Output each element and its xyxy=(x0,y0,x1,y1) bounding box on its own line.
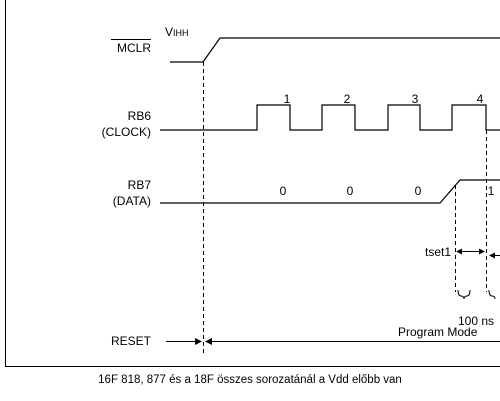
tset1-arrow xyxy=(456,248,485,255)
reset-label: RESET xyxy=(111,334,152,348)
reference-lines xyxy=(203,62,487,355)
clock-pulse-3: 3 xyxy=(412,92,419,106)
program-mode-label: Program Mode xyxy=(398,325,478,339)
hold-brackets xyxy=(457,289,496,300)
data-bit-3: 0 xyxy=(415,184,422,198)
clock-pulse-1: 1 xyxy=(284,92,291,106)
hold-arrow xyxy=(489,252,500,259)
data-bit-2: 0 xyxy=(347,184,354,198)
rb7-label: RB7 xyxy=(128,178,152,192)
data-bit-1: 0 xyxy=(280,184,287,198)
rb6-clock-waveform xyxy=(160,104,500,131)
rb6-label: RB6 xyxy=(128,109,152,123)
vihh-label: VIHH xyxy=(165,25,189,39)
frame xyxy=(5,0,500,367)
rb7-data-waveform xyxy=(160,179,500,204)
mclr-waveform xyxy=(170,37,500,63)
clock-pulse-4: 4 xyxy=(477,92,484,106)
rb6-sub-label: (CLOCK) xyxy=(102,125,151,139)
rb7-sub-label: (DATA) xyxy=(113,194,151,208)
data-bit-4: 1 xyxy=(488,184,495,198)
clock-pulse-2: 2 xyxy=(344,92,351,106)
hold-time-label: 100 ns xyxy=(458,314,494,328)
tset1-label: tset1 xyxy=(425,245,451,259)
reset-line xyxy=(166,338,500,345)
figure-caption: 16F 818, 877 és a 18F összes sorozatánál… xyxy=(98,374,402,386)
mclr-label: MCLR xyxy=(117,41,151,55)
